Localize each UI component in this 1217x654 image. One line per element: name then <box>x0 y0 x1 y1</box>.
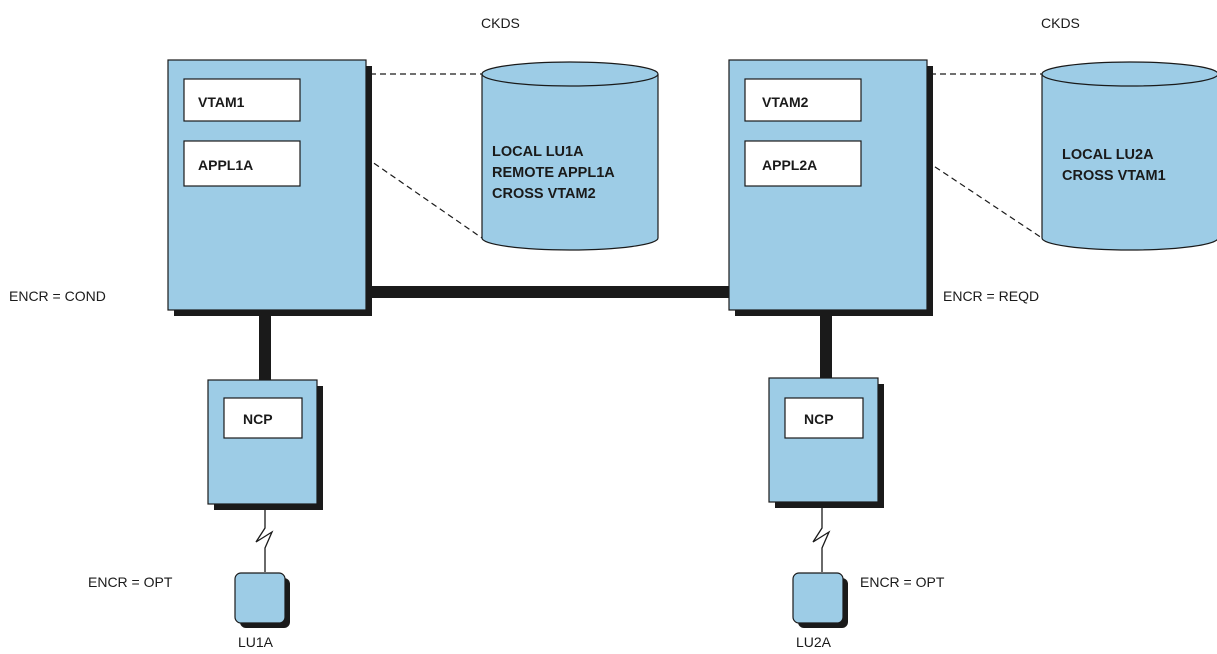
trunk-connectors <box>259 286 832 380</box>
right-ckds-body <box>1041 74 1217 251</box>
left-appl-box <box>183 140 301 187</box>
left-lu-label: LU1A <box>238 634 274 650</box>
left-ncp-to-lu-link <box>255 505 274 572</box>
left-vtam-label: VTAM1 <box>198 94 245 110</box>
left-host: VTAM1 APPL1A <box>167 59 372 316</box>
right-host: VTAM2 APPL2A <box>728 59 933 316</box>
right-lu-encr-label: ENCR = OPT <box>860 574 945 590</box>
left-lu: LU1A <box>234 572 290 650</box>
left-appl-label: APPL1A <box>198 157 253 173</box>
right-ckds-line-2: CROSS VTAM1 <box>1062 168 1166 184</box>
left-host-encr-label: ENCR = COND <box>9 288 106 304</box>
left-ncp-label: NCP <box>243 411 273 427</box>
right-ckds-cylinder: LOCAL LU2A CROSS VTAM1 <box>1041 61 1217 251</box>
right-host-encr-label: ENCR = REQD <box>943 288 1039 304</box>
left-ckds-line-1: LOCAL LU1A <box>492 144 584 160</box>
lightning-links <box>255 505 831 572</box>
right-lu: LU2A <box>792 572 848 650</box>
right-lu-label: LU2A <box>796 634 832 650</box>
left-ckds-body <box>481 74 659 251</box>
right-ncp-inner-box <box>784 397 864 439</box>
left-ncp-inner-box <box>223 397 303 439</box>
right-appl-label: APPL2A <box>762 157 817 173</box>
left-lu-box <box>234 572 286 624</box>
left-ckds-top <box>481 61 659 87</box>
right-ncp-to-lu-link <box>812 505 831 572</box>
right-host-to-ncp-link <box>820 316 832 378</box>
left-ckds-cylinder: LOCAL LU1A REMOTE APPL1A CROSS VTAM2 <box>481 61 659 251</box>
left-lu-encr-label: ENCR = OPT <box>88 574 173 590</box>
right-ckds-top <box>1041 61 1217 87</box>
left-ckds-label: CKDS <box>481 15 520 31</box>
right-vtam-label: VTAM2 <box>762 94 809 110</box>
left-vtam-box <box>183 78 301 122</box>
left-ckds-line-3: CROSS VTAM2 <box>492 186 596 202</box>
right-appl-box <box>744 140 862 187</box>
right-ncp: NCP <box>768 377 884 508</box>
right-ckds-label: CKDS <box>1041 15 1080 31</box>
host-to-host-link <box>369 286 729 298</box>
right-vtam-ckds-bottom-line <box>859 116 1043 239</box>
right-lu-box <box>792 572 844 624</box>
right-ckds-line-1: LOCAL LU2A <box>1062 147 1154 163</box>
left-ckds-line-2: REMOTE APPL1A <box>492 165 615 181</box>
right-ncp-label: NCP <box>804 411 834 427</box>
right-vtam-box <box>744 78 862 122</box>
left-ncp: NCP <box>207 379 323 510</box>
left-host-to-ncp-link <box>259 316 271 380</box>
left-vtam-ckds-bottom-line <box>299 111 483 239</box>
right-ncp-box <box>768 377 879 503</box>
